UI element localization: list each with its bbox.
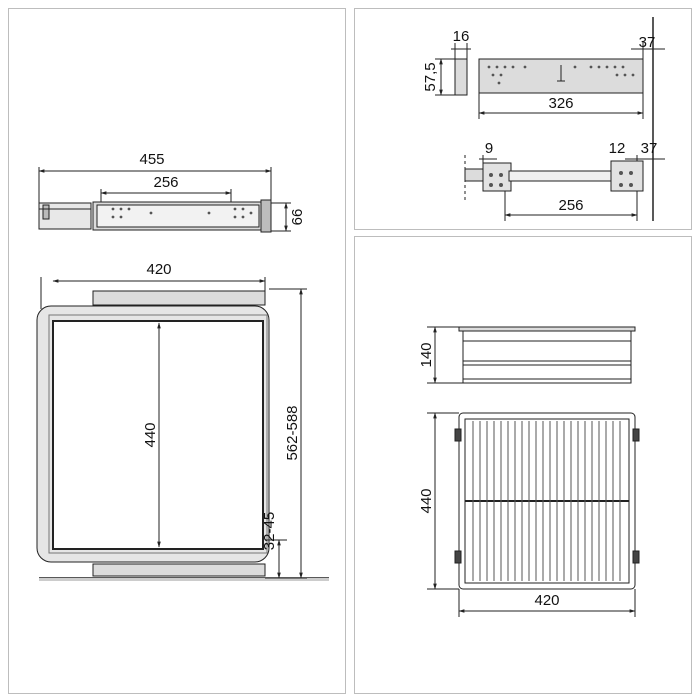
side-right-offset: 12 — [609, 140, 626, 157]
bracket-profile — [435, 43, 468, 96]
frame-depth: 440 — [142, 422, 159, 447]
frame-offset: 32-45 — [261, 512, 278, 550]
side-hole-spacing: 256 — [558, 197, 583, 214]
basket-top-view — [427, 412, 640, 617]
slide-overall-length: 455 — [139, 151, 164, 168]
bracket-edge-distance: 37 — [639, 34, 656, 51]
basket-depth: 440 — [418, 488, 435, 513]
left-panel: 455 256 66 420 440 — [8, 8, 346, 694]
basket-drawing: 140 440 420 — [418, 326, 640, 617]
side-edge-distance: 37 — [641, 140, 658, 157]
left-drawing: 455 256 66 420 440 — [36, 151, 329, 581]
cabinet-depth: 562-588 — [284, 405, 301, 460]
slide-drawing — [38, 167, 291, 233]
bracket-thickness: 16 — [453, 28, 470, 45]
bracket-plate — [478, 41, 644, 119]
bracket-drawing: 16 57,5 326 37 — [422, 17, 665, 221]
frame-width: 420 — [146, 261, 171, 278]
bottom-right-panel: 140 440 420 — [354, 236, 692, 694]
slide-side-view — [464, 155, 644, 221]
bracket-height: 57,5 — [422, 62, 439, 91]
top-right-panel: 16 57,5 326 37 — [354, 8, 692, 230]
basket-height: 140 — [418, 342, 435, 367]
basket-width: 420 — [534, 592, 559, 609]
bracket-length: 326 — [548, 95, 573, 112]
slide-hole-spacing: 256 — [153, 174, 178, 191]
slide-height: 66 — [289, 209, 306, 226]
basket-side-view — [427, 326, 636, 384]
side-left-offset: 9 — [485, 140, 493, 157]
